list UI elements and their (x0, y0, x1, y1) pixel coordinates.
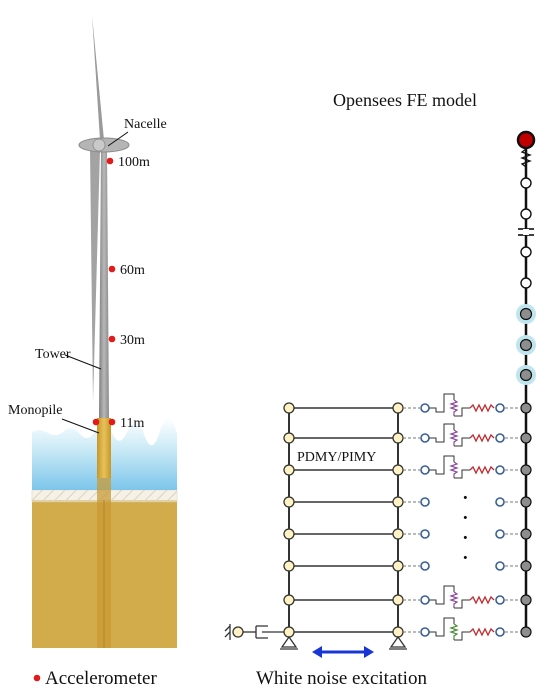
legend: Accelerometer (33, 668, 157, 689)
spring-row (403, 455, 520, 479)
pile-nodes (520, 402, 532, 638)
accelerometer-60m (108, 265, 116, 273)
nacelle-label: Nacelle (124, 117, 167, 132)
soil-nodes (232, 402, 404, 638)
blade-lower (90, 150, 100, 402)
monopile (97, 418, 111, 478)
spring-row (403, 585, 520, 609)
spring-row (403, 529, 520, 539)
spring-row (403, 393, 520, 417)
blade-upper (92, 15, 104, 140)
svg-text:·: · (461, 483, 470, 512)
tower (99, 148, 109, 418)
turbine-illustration: Nacelle 100m 60m 30m Tower Monopile 11m (8, 15, 178, 648)
tower-leader (64, 354, 102, 370)
spring-row (403, 423, 520, 447)
soil-element-label-box (294, 444, 394, 466)
spring-row (403, 617, 520, 641)
height-label-100m: 100m (118, 155, 150, 170)
pin-support-left (280, 635, 298, 650)
excitation-label: White noise excitation (256, 668, 427, 689)
excitation-arrow (312, 646, 374, 658)
fe-model: PDMY/PIMY (224, 130, 536, 689)
accelerometer-100m (106, 157, 114, 165)
accelerometer-legend-label: Accelerometer (45, 668, 157, 689)
water-nodes (516, 304, 536, 385)
nacelle-leader (107, 131, 129, 147)
tower-label: Tower (35, 347, 71, 362)
height-label-11m: 11m (120, 416, 144, 431)
soil-element-label: PDMY/PIMY (297, 450, 376, 465)
accelerometer-legend-marker (33, 674, 41, 682)
soil-pile-springs (403, 393, 520, 641)
top-spring (520, 148, 532, 168)
svg-text:·: · (461, 543, 470, 572)
rna-mass-node (516, 130, 536, 150)
monopile-label: Monopile (8, 403, 62, 418)
dashpot-boundary (224, 624, 284, 640)
fe-model-title: Opensees FE model (333, 90, 477, 110)
monopile-leader (61, 418, 100, 434)
svg-text:·: · (461, 503, 470, 532)
ellipsis-dots: · · · · (461, 483, 470, 572)
soil-column (288, 407, 399, 633)
accelerometer-11m-right (108, 418, 116, 426)
svg-text:·: · (461, 523, 470, 552)
height-label-60m: 60m (120, 263, 145, 278)
tower-nodes (520, 177, 532, 289)
accelerometer-30m (108, 335, 116, 343)
pin-support-right (389, 635, 407, 650)
spring-row (403, 561, 520, 571)
accelerometer-11m-left (92, 418, 100, 426)
spring-row (403, 497, 520, 507)
height-label-30m: 30m (120, 333, 145, 348)
